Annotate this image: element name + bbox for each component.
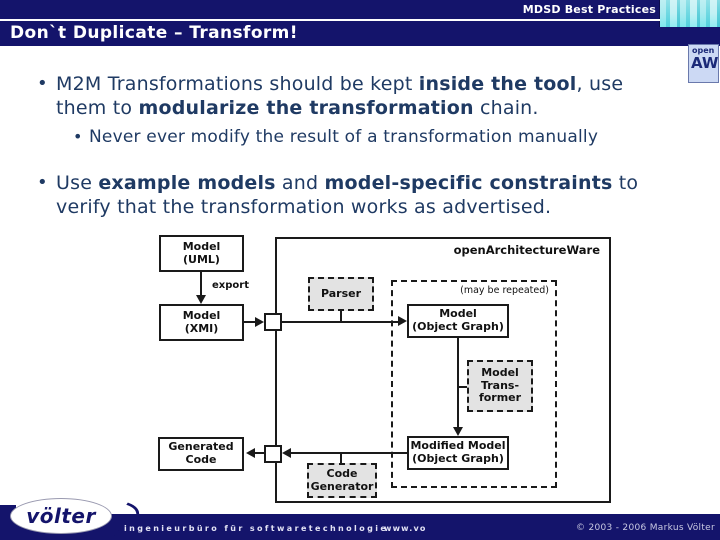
generated-code-line2: Code	[185, 453, 217, 466]
model-og-line1: Model	[439, 307, 477, 321]
model-xmi-box: Model (XMI)	[159, 304, 244, 341]
openaw-logo: open AW	[688, 44, 719, 83]
connector-square-generate	[264, 445, 282, 463]
model-og-line2: (Object Graph)	[412, 320, 504, 333]
model-transformer-box: Model Trans- former	[467, 360, 533, 412]
bullet-2: • Use example models and model-specific …	[37, 171, 701, 220]
code-generator-line1: Code	[326, 466, 358, 480]
generated-code-box: Generated Code	[158, 437, 244, 471]
parser-box: Parser	[308, 277, 374, 311]
model-xmi-line1: Model	[182, 308, 221, 322]
generated-code-line1: Generated	[168, 440, 234, 454]
model-uml-box: Model (UML)	[159, 235, 244, 272]
sub-bullet-1-text: Never ever modify the result of a transf…	[89, 127, 599, 147]
bullet-2-line-2: verify that the transformation works as …	[56, 196, 552, 219]
connector-square-parse	[264, 313, 282, 331]
bullet-icon: •	[73, 127, 83, 146]
bullet-1-line-1: M2M Transformations should be kept insid…	[56, 73, 624, 95]
model-uml-line2: (UML)	[183, 252, 220, 266]
voelter-logo-text: völter	[26, 504, 96, 528]
architecture-photo	[659, 0, 720, 27]
slide-title: Don`t Duplicate – Transform!	[10, 23, 298, 43]
model-xmi-line2: (XMI)	[184, 321, 219, 335]
bullet-1-line-2: them to modularize the transformation ch…	[56, 97, 539, 120]
footer-url: www.vo	[384, 524, 427, 533]
bullet-2-line-1: Use example models and model-specific co…	[56, 172, 639, 194]
footer-company-text: ingenieurbüro für softwaretechnologie	[124, 524, 389, 533]
bullet-icon: •	[37, 73, 48, 94]
code-generator-box: Code Generator	[307, 463, 377, 498]
sub-bullet-1: • Never ever modify the result of a tran…	[73, 127, 689, 149]
may-be-repeated-label: (may be repeated)	[460, 285, 549, 296]
footer-bar	[0, 514, 720, 540]
openaw-logo-bottom: AW	[691, 54, 719, 72]
modified-model-line2: (Object Graph)	[412, 452, 504, 465]
parser-label: Parser	[320, 286, 362, 300]
bullet-icon: •	[37, 172, 48, 193]
header-separator	[0, 19, 660, 21]
voelter-logo: völter	[10, 498, 112, 534]
openarchitectureware-label: openArchitectureWare	[453, 243, 600, 257]
bullet-1: • M2M Transformations should be kept ins…	[37, 72, 696, 121]
modified-model-line1: Modified Model	[410, 439, 506, 453]
model-object-graph-box: Model (Object Graph)	[407, 304, 509, 338]
model-transformer-line1: Model	[481, 365, 519, 379]
modified-model-box: Modified Model (Object Graph)	[407, 436, 509, 470]
may-be-repeated-container: (may be repeated)	[391, 280, 557, 488]
export-arrow-label: export	[212, 280, 249, 291]
model-transformer-line3: former	[478, 391, 522, 405]
deck-badge: MDSD Best Practices	[522, 3, 656, 16]
openaw-logo-top: open	[692, 46, 715, 55]
openarchitectureware-container: openArchitectureWare	[275, 237, 611, 503]
code-generator-line2: Generator	[310, 479, 374, 493]
header-bar: MDSD Best Practices Don`t Duplicate – Tr…	[0, 0, 720, 46]
model-transformer-line2: Trans-	[480, 378, 520, 392]
footer-copyright: © 2003 - 2006 Markus Völter	[576, 523, 715, 533]
model-uml-line1: Model	[182, 239, 221, 253]
